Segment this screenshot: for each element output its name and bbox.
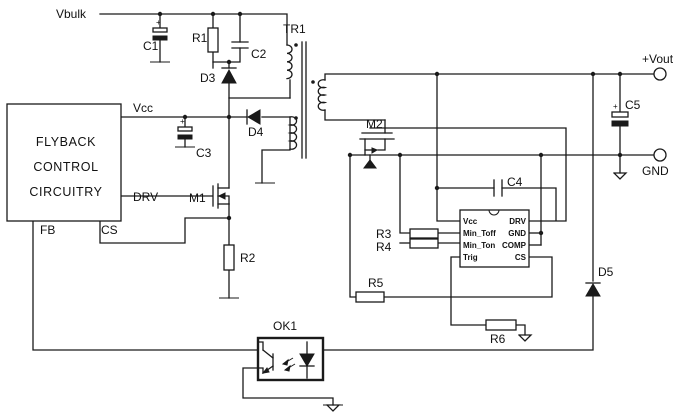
ground-c5 <box>613 172 628 180</box>
vout-terminal <box>653 67 667 81</box>
resistor-r4 <box>409 238 439 249</box>
resistor-r1 <box>207 27 219 53</box>
resistor-r6 <box>485 319 517 331</box>
resistor-r2 <box>223 244 235 271</box>
vbulk-label: Vbulk <box>56 7 87 21</box>
r2-label: R2 <box>240 251 256 265</box>
c3-label: C3 <box>196 146 212 160</box>
d3-label: D3 <box>200 71 216 85</box>
transformer-tr1 <box>286 41 328 159</box>
cs-label: CS <box>101 223 118 237</box>
ic-notch <box>488 209 500 216</box>
svg-text:+: + <box>613 102 618 111</box>
c2-label: C2 <box>251 47 267 61</box>
resistor-r3 <box>409 228 439 239</box>
ground-ok1-symbol <box>326 404 341 412</box>
ok1-label: OK1 <box>273 319 297 333</box>
svg-text:+: + <box>156 18 161 27</box>
mosfet-m1 <box>212 183 230 209</box>
gnd-label: GND <box>642 164 669 178</box>
controller-label-line1: FLYBACK <box>36 135 96 149</box>
vout-label: +Vout <box>642 52 674 66</box>
diode-d4 <box>246 109 261 125</box>
ic-pin-drv: DRV <box>509 217 526 226</box>
gnd-terminal <box>653 148 667 162</box>
drv-label: DRV <box>133 190 158 204</box>
r3-label: R3 <box>376 227 392 241</box>
m1-label: M1 <box>189 191 206 205</box>
r5-label: R5 <box>368 276 384 290</box>
ic-pin-gnd: GND <box>508 229 526 238</box>
ic-pin-trig: Trig <box>463 253 478 262</box>
capacitor-c2 <box>231 41 249 49</box>
controller-label-line2: CONTROL <box>33 160 98 174</box>
resistor-r5 <box>355 291 385 303</box>
m2-label: M2 <box>366 117 383 131</box>
diode-d3 <box>221 67 237 84</box>
r1-label: R1 <box>192 31 208 45</box>
wires <box>32 13 656 406</box>
tr1-label: TR1 <box>283 22 306 36</box>
controller-label-line3: CIRCUITRY <box>29 185 102 199</box>
diode-d5 <box>585 282 601 297</box>
svg-text:+: + <box>180 117 185 126</box>
controller-ic <box>459 209 530 268</box>
optocoupler-ok1 <box>256 336 325 382</box>
ground-r6 <box>518 334 533 342</box>
ic-pin-min-toff: Min_Toff <box>463 229 496 238</box>
c4-label: C4 <box>507 175 523 189</box>
c5-label: C5 <box>625 98 641 112</box>
capacitor-c4 <box>493 179 503 197</box>
mosfet-m2 <box>359 132 395 169</box>
capacitor-c5: + <box>611 102 629 127</box>
ic-pin-min-ton: Min_Ton <box>463 241 495 250</box>
junction-dots <box>157 11 623 236</box>
vcc-label: Vcc <box>133 101 153 115</box>
capacitor-c1: + <box>150 18 170 63</box>
c1-label: C1 <box>143 39 159 53</box>
d5-label: D5 <box>598 265 614 279</box>
ic-pin-vcc: Vcc <box>463 217 478 226</box>
capacitor-c3: + <box>175 117 195 148</box>
ic-pin-cs: CS <box>515 253 527 262</box>
flyback-controller-block <box>6 103 122 222</box>
r4-label: R4 <box>376 240 392 254</box>
d4-label: D4 <box>248 125 264 139</box>
ic-pin-comp: COMP <box>502 241 527 250</box>
fb-label: FB <box>40 223 55 237</box>
r6-label: R6 <box>490 332 506 346</box>
